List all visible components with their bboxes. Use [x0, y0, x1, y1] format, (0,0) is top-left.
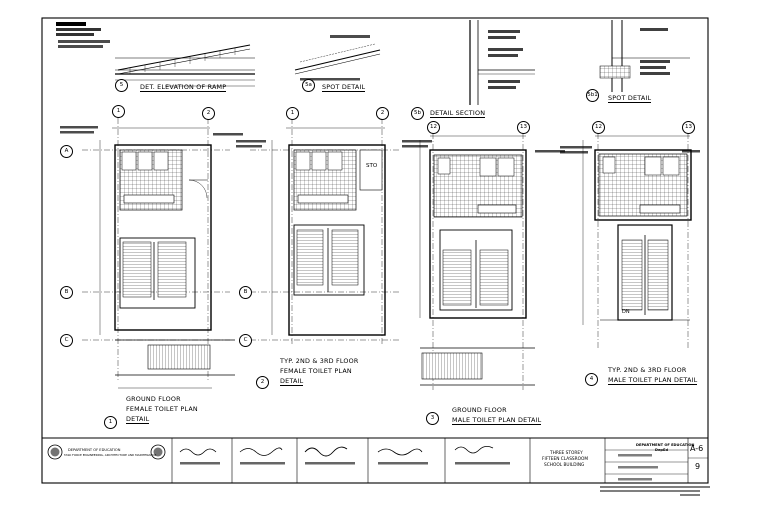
- project-title-line2: FIFTEEN CLASSROOM: [542, 457, 589, 462]
- general-notes: [600, 486, 710, 496]
- grid-bubble-2-plan2: 2: [376, 107, 389, 120]
- plan-2-typical-female: [236, 118, 400, 345]
- detail-section-title: DETAIL SECTION: [430, 109, 486, 119]
- grid-bubble-13-plan3: 13: [517, 121, 530, 134]
- plan-3-title-line1: GROUND FLOOR: [452, 406, 507, 414]
- spot-detail-5a-number: 5a: [302, 79, 315, 92]
- plan-1-ground-floor-female: [60, 118, 243, 389]
- plan-1-title-line2: FEMALE TOILET PLAN: [126, 405, 198, 413]
- spot-detail-5b1-drawing: [599, 20, 690, 92]
- grid-bubble-1-plan1: 1: [112, 105, 125, 118]
- grid-bubble-b-plan2: B: [239, 286, 252, 299]
- plan-2-title-line3: DETAIL: [280, 377, 304, 387]
- spot-detail-5a-title: SPOT DETAIL: [322, 83, 366, 93]
- grid-bubble-b-plan1: B: [60, 286, 73, 299]
- plan-1-title-line1: GROUND FLOOR: [126, 395, 181, 403]
- grid-bubble-12-plan3: 12: [427, 121, 440, 134]
- plan-2-number: 2: [256, 376, 269, 389]
- project-title-line1: THREE STOREY: [550, 451, 583, 456]
- detail-section-number: 5b: [411, 107, 424, 120]
- grid-bubble-c-plan2: C: [239, 334, 252, 347]
- grid-bubble-13-plan4: 13: [682, 121, 695, 134]
- ramp-detail-number: 5: [115, 79, 128, 92]
- plan-3-ground-floor-male: [402, 122, 565, 390]
- sheet-border: [41, 17, 709, 484]
- ramp-detail-title: DET. ELEVATION OF RAMP: [140, 83, 227, 93]
- plan-4-typical-male: [560, 122, 700, 350]
- plan-3-number: 3: [426, 412, 439, 425]
- plan-4-title-line2: MALE TOILET PLAN DETAIL: [608, 376, 698, 386]
- plan-4-title-line1: TYP. 2ND & 3RD FLOOR: [608, 366, 687, 374]
- project-title-line3: SCHOOL BUILDING: [544, 463, 585, 468]
- spot-detail-5b1-title: SPOT DETAIL: [608, 94, 652, 104]
- owner-short: DepEd: [655, 448, 669, 452]
- grid-bubble-a-plan1: A: [60, 145, 73, 158]
- spot-detail-5a-drawing: [294, 35, 381, 81]
- grid-bubble-1-plan2: 1: [286, 107, 299, 120]
- plan-1-number: 1: [104, 416, 117, 429]
- stair-down-label: DN: [622, 309, 630, 315]
- sheet-number: 9: [695, 462, 701, 471]
- plan-1-title-line3: DETAIL: [126, 415, 150, 425]
- detail-section-5b-drawing: [469, 20, 535, 105]
- plan-4-number: 4: [585, 373, 598, 386]
- grid-bubble-12-plan4: 12: [592, 121, 605, 134]
- grid-bubble-2-plan1: 2: [202, 107, 215, 120]
- plan-2-title-line2: FEMALE TOILET PLAN: [280, 367, 352, 375]
- agency-subname: TASK FORCE ENGINEERING, ARCHITECTURE AND…: [64, 453, 157, 457]
- storage-room-label: STO: [366, 163, 378, 169]
- owner-name: DEPARTMENT OF EDUCATION: [636, 443, 695, 447]
- agency-name: DEPARTMENT OF EDUCATION: [68, 448, 121, 452]
- spot-detail-5b1-number: 5b1: [586, 89, 599, 102]
- title-block: [42, 437, 708, 483]
- plan-3-title-line2: MALE TOILET PLAN DETAIL: [452, 416, 542, 426]
- grid-bubble-c-plan1: C: [60, 334, 73, 347]
- ramp-elevation-drawing: [56, 22, 255, 87]
- sheet-id: A-6: [690, 444, 704, 453]
- plan-2-title-line1: TYP. 2ND & 3RD FLOOR: [280, 357, 359, 365]
